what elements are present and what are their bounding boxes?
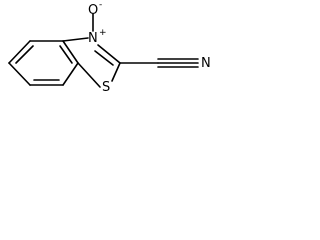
molecule-structure: O - N + S N bbox=[0, 0, 222, 124]
bond-c-n bbox=[62, 37, 89, 42]
bond-n-c2 bbox=[97, 44, 121, 64]
bond-benzene-1 bbox=[8, 40, 31, 64]
nitrile-nitrogen-atom: N bbox=[201, 56, 211, 71]
bond-layer bbox=[8, 13, 199, 88]
bond-n-c2-double bbox=[94, 50, 114, 66]
nitrogen-charge: + bbox=[99, 28, 107, 38]
bond-s-c bbox=[77, 62, 101, 88]
oxygen-symbol: O bbox=[88, 3, 99, 18]
bond-c2-s bbox=[111, 62, 121, 82]
nitrogen-symbol: N bbox=[88, 31, 98, 46]
bond-benzene-inner-2 bbox=[59, 45, 73, 64]
oxygen-charge: - bbox=[99, 0, 103, 10]
bond-benzene-4 bbox=[62, 62, 79, 86]
oxygen-atom: O - bbox=[88, 1, 102, 18]
sulfur-atom: S bbox=[102, 80, 111, 95]
bond-benzene-3 bbox=[62, 40, 79, 64]
bond-benzene-6 bbox=[8, 62, 31, 86]
nitrogen-atom: N + bbox=[88, 29, 107, 46]
bond-benzene-inner-1 bbox=[15, 45, 34, 64]
